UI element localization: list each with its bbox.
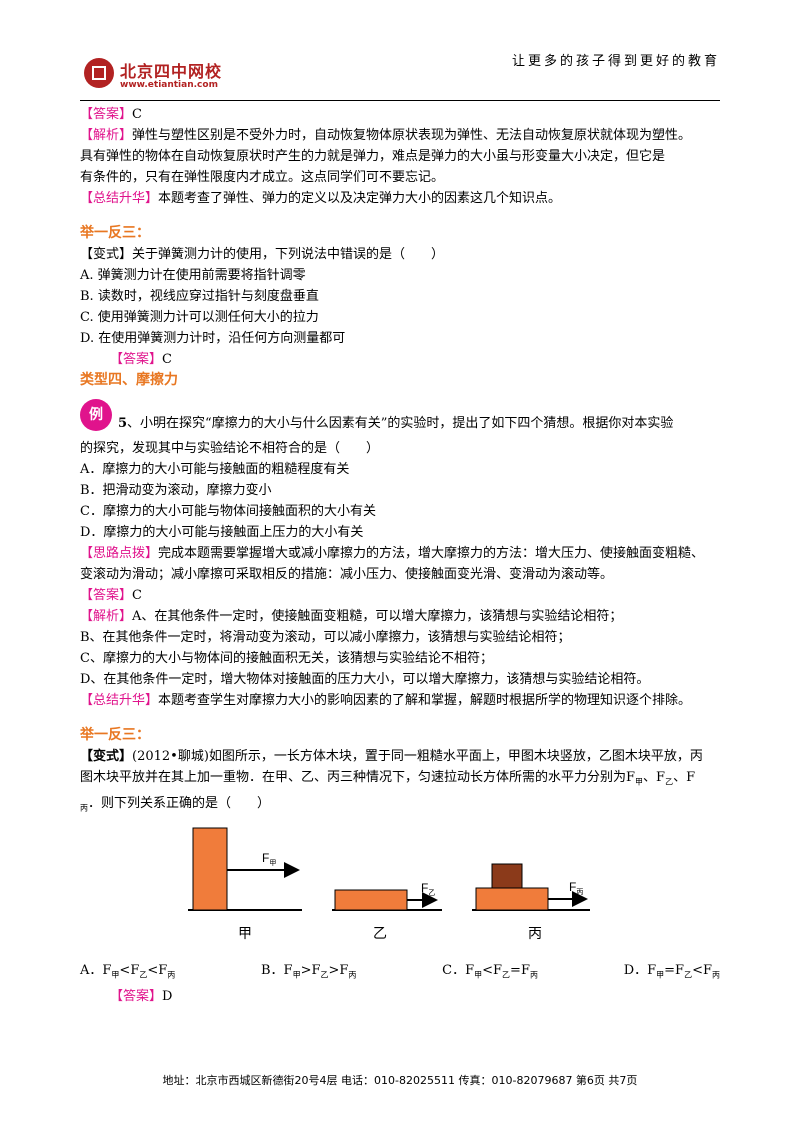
option-d: D．摩擦力的大小可能与接触面上压力的大小有关: [80, 525, 364, 540]
label-yi: 乙: [373, 926, 387, 942]
answer-line: 【答案】C: [80, 588, 142, 603]
force-label-bing: F丙: [569, 880, 583, 896]
summary-line: 【总结升华】本题考查学生对摩擦力大小的影响因素的了解和掌握，解题时根据所学的物理…: [80, 693, 692, 708]
analysis-line: 有条件的，只有在弹性限度内才成立。这点同学们可不要忘记。: [80, 170, 445, 185]
option-c: C．摩擦力的大小可能与物体间接触面积的大小有关: [80, 504, 376, 519]
option-b: B. 读数时，视线应穿过指针与刻度盘垂直: [80, 289, 319, 304]
page-footer: 地址：北京市西城区新德街20号4层 电话：010-82025511 传真：010…: [162, 1074, 638, 1087]
header-slogan: 让更多的孩子得到更好的教育: [511, 54, 720, 69]
option-a: A．摩擦力的大小可能与接触面的粗糙程度有关: [80, 462, 350, 477]
practice-heading: 举一反三：: [80, 727, 150, 743]
example-question: 例 5、小明在探究“摩擦力的大小与什么因素有关”的实验时，提出了如下四个猜想。根…: [80, 399, 720, 434]
analysis-line: C、摩擦力的大小与物体间的接触面积无关，该猜想与实验结论不相符；: [80, 651, 493, 666]
logo-url: www.etiantian.com: [120, 80, 218, 90]
analysis-line: 【解析】弹性与塑性区别是不受外力时，自动恢复物体原状表现为弹性、无法自动恢复原状…: [80, 128, 692, 143]
friction-diagram: F甲 甲 F乙 乙 F丙 丙: [188, 827, 590, 942]
logo-name: 北京四中网校: [120, 62, 223, 81]
school-logo-icon: [84, 58, 114, 88]
block-bing: [475, 887, 549, 911]
page-content: 【答案】C 【解析】弹性与塑性区别是不受外力时，自动恢复物体原状表现为弹性、无法…: [80, 104, 720, 1007]
analysis-line: B、在其他条件一定时，将滑动变为滚动，可以减小摩擦力，该猜想与实验结论相符；: [80, 630, 571, 645]
weight-bing: [491, 863, 523, 889]
analysis-line: 具有弹性的物体在自动恢复原状时产生的力就是弹力，难点是弹力的大小虽与形变量大小决…: [80, 149, 666, 164]
answer-line: 【答案】C: [80, 107, 142, 122]
block-yi: [334, 889, 408, 911]
label-bing: 丙: [528, 926, 542, 942]
force-label-jia: F甲: [262, 851, 276, 867]
section-title: 类型四、摩擦力: [80, 372, 178, 388]
option-d: D．F甲=F乙<F丙: [623, 963, 720, 980]
question-line: 图木块平放并在其上加一重物．在甲、乙、丙三种情况下，匀速拉动长方体所需的水平力分…: [80, 770, 696, 787]
option-a: A．F甲<F乙<F丙: [80, 963, 176, 980]
block-jia: [192, 827, 228, 911]
header-rule: [80, 100, 720, 101]
answer-options: A．F甲<F乙<F丙 B．F甲>F乙>F丙 C．F甲<F乙=F丙 D．F甲=F乙…: [80, 960, 720, 986]
hint-line: 【思路点拨】完成本题需要掌握增大或减小摩擦力的方法，增大摩擦力的方法：增大压力、…: [80, 546, 705, 561]
hint-line: 变滚动为滑动；减小摩擦可采取相反的措施：减小压力、使接触面变光滑、变滑动为滚动等…: [80, 567, 614, 582]
analysis-line: 【解析】A、在其他条件一定时，使接触面变粗糙，可以增大摩擦力，该猜想与实验结论相…: [80, 609, 623, 624]
answer-line: 【答案】C: [110, 352, 172, 367]
analysis-line: D、在其他条件一定时，增大物体对接触面的压力大小，可以增大摩擦力，该猜想与实验结…: [80, 672, 650, 687]
example-badge-icon: 例: [80, 399, 112, 431]
option-c: C．F甲<F乙=F丙: [442, 963, 538, 980]
variant-question: 【变式】关于弹簧测力计的使用，下列说法中错误的是（ ）: [80, 247, 445, 262]
question-line: 丙．则下列关系正确的是（ ）: [80, 795, 271, 813]
friction-figure: F甲 甲 F乙 乙 F丙 丙: [80, 822, 720, 958]
answer-line: 【答案】D: [110, 988, 173, 1004]
force-label-yi: F乙: [421, 881, 435, 897]
question-line: 的探究，发现其中与实验结论不相符合的是（ ）: [80, 441, 380, 456]
variant-question: 【变式】(2012•聊城)如图所示，一长方体木块，置于同一粗糙水平面上，甲图木块…: [80, 749, 703, 764]
option-b: B．把滑动变为滚动，摩擦力变小: [80, 483, 272, 498]
label-jia: 甲: [238, 926, 252, 942]
practice-heading: 举一反三：: [80, 225, 150, 241]
page-header: 北京四中网校 www.etiantian.com 让更多的孩子得到更好的教育: [80, 38, 720, 100]
option-b: B．F甲>F乙>F丙: [261, 963, 357, 980]
question-number: 5: [118, 416, 128, 431]
option-d: D. 在使用弹簧测力计时，沿任何方向测量都可: [80, 331, 346, 346]
summary-line: 【总结升华】本题考查了弹性、弹力的定义以及决定弹力大小的因素这几个知识点。: [80, 191, 562, 206]
option-a: A. 弹簧测力计在使用前需要将指针调零: [80, 268, 306, 283]
option-c: C. 使用弹簧测力计可以测任何大小的拉力: [80, 310, 319, 325]
